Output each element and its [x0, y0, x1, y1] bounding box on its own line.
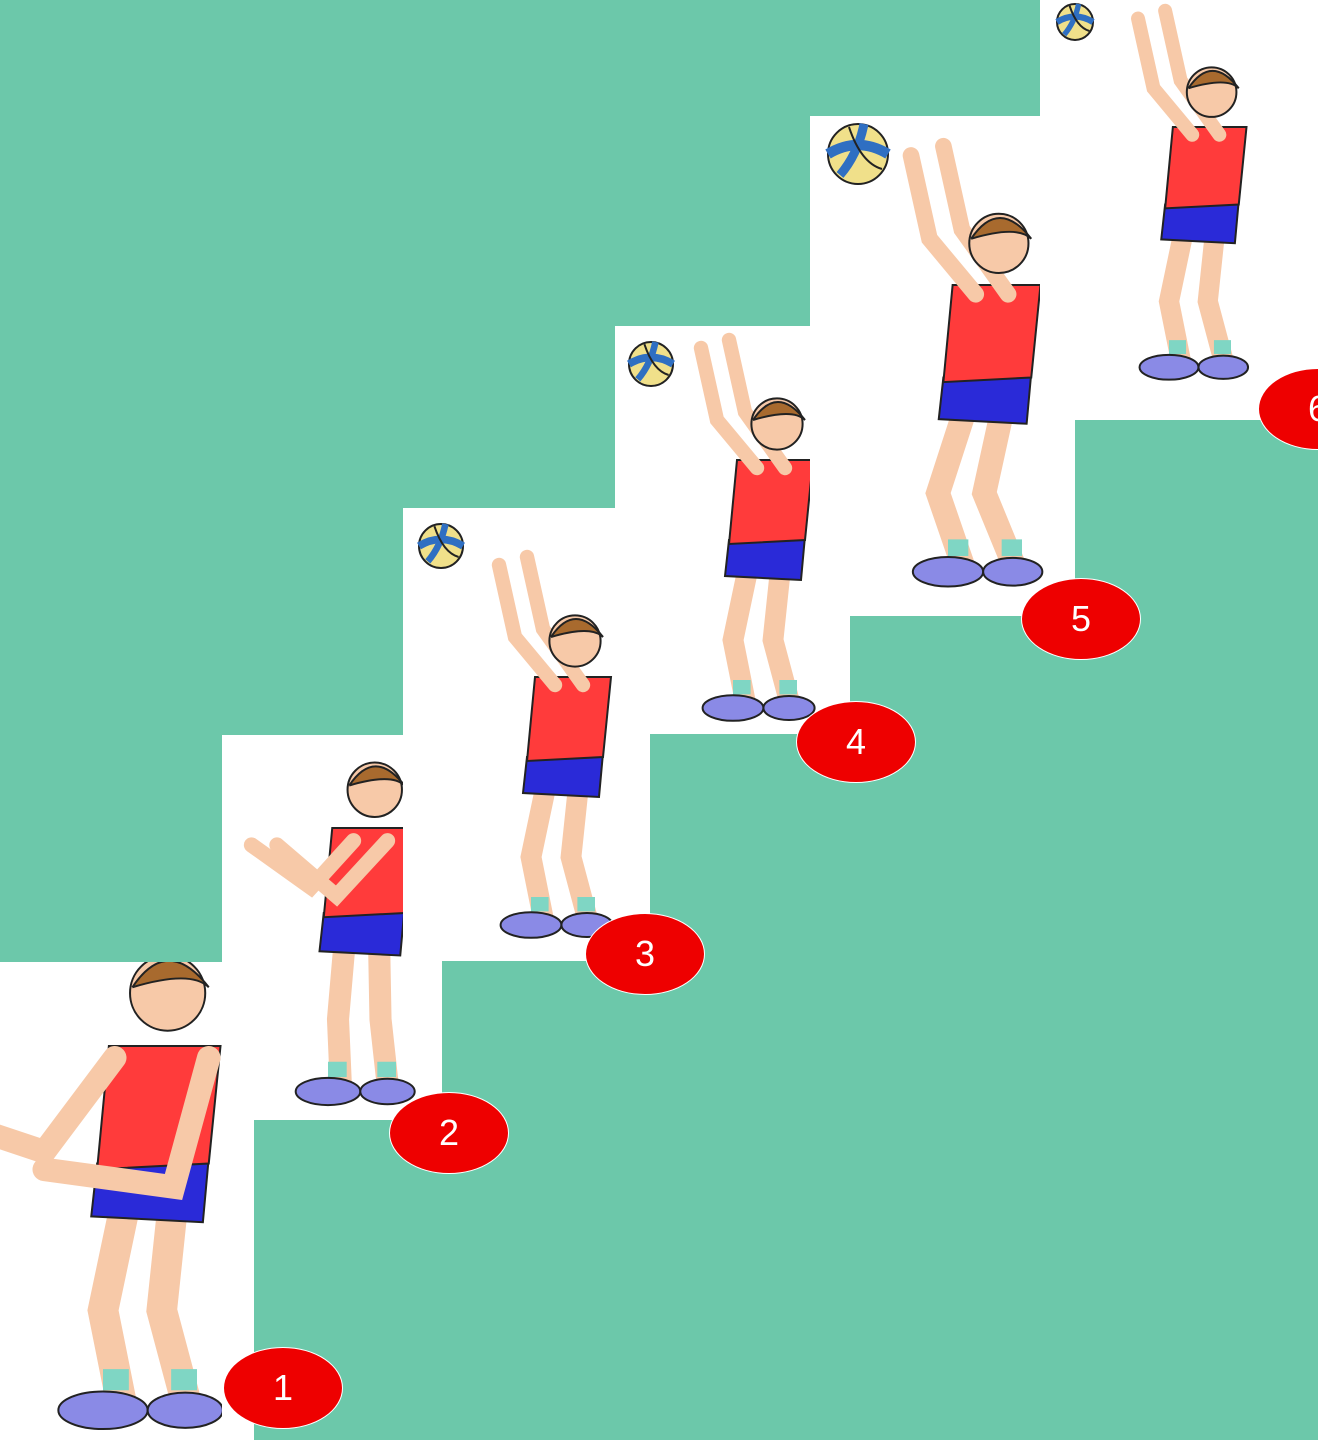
step-panel-3 — [403, 508, 650, 961]
player-figure — [701, 340, 815, 721]
volleyball-icon — [629, 342, 673, 386]
player-figure — [911, 146, 1042, 586]
step-number: 2 — [439, 1112, 459, 1154]
step-badge-2: 2 — [389, 1092, 509, 1174]
step-panel-5 — [810, 116, 1075, 616]
step-panel-6 — [1040, 0, 1318, 420]
step-panel-1 — [0, 962, 222, 1440]
panel-drawing — [1040, 0, 1318, 420]
volleyball-icon — [419, 524, 463, 568]
step-badge-1: 1 — [223, 1347, 343, 1429]
volleyball-icon — [828, 124, 888, 184]
step-number: 4 — [846, 721, 866, 763]
step-number: 3 — [635, 933, 655, 975]
player-figure — [1138, 11, 1248, 380]
step-badge-4: 4 — [796, 701, 916, 783]
player-figure — [499, 557, 613, 938]
panel-drawing — [403, 508, 650, 961]
step-number: 6 — [1308, 388, 1318, 430]
volleyball-icon — [1057, 4, 1093, 40]
step-number: 1 — [273, 1367, 293, 1409]
step-number: 5 — [1071, 598, 1091, 640]
step-badge-5: 5 — [1021, 578, 1141, 660]
player-figure — [0, 962, 222, 1429]
player-figure — [252, 763, 415, 1106]
panel-drawing — [0, 962, 222, 1440]
panel-drawing — [810, 116, 1075, 616]
step-badge-3: 3 — [585, 913, 705, 995]
